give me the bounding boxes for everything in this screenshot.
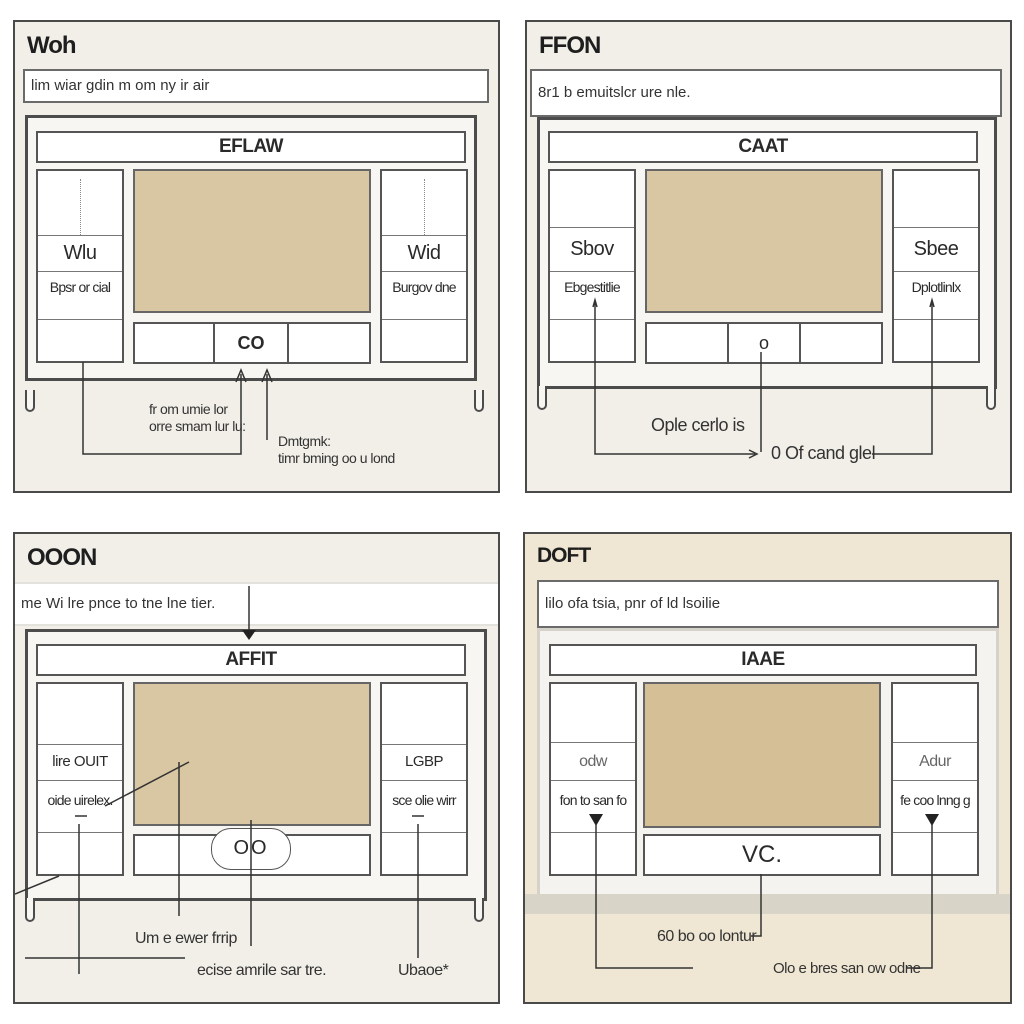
left-column[interactable]: lire OUIT oide uirelex. — [36, 682, 124, 876]
panel-2: FFON 8r1 b emuitslcr ure nle. CAAT Sbov … — [525, 20, 1012, 493]
left-column-label: Sbov — [570, 238, 614, 260]
floor-strip — [525, 894, 1010, 914]
media-area[interactable] — [133, 682, 371, 826]
left-column-caption: oide uirelex. — [47, 792, 113, 808]
panel-title: Woh — [27, 32, 77, 59]
panel-4: DOFT lilo ofa tsia, pnr of ld lsoilie IA… — [523, 532, 1012, 1004]
divider — [550, 319, 634, 320]
divider — [382, 271, 466, 272]
bottom-bar: CO — [133, 322, 371, 364]
divider — [38, 235, 122, 236]
divider — [550, 271, 634, 272]
instruction-bar: lim wiar gdin m om ny ir air — [23, 69, 489, 103]
bottom-button[interactable]: o — [727, 324, 801, 362]
instruction-bar: lilo ofa tsia, pnr of ld lsoilie — [537, 580, 999, 628]
left-column[interactable]: Sbov Ebgestitlie — [548, 169, 636, 363]
right-column-label: Adur — [919, 753, 951, 770]
callout-1: fr om umie lor — [149, 401, 228, 417]
right-column[interactable]: Sbee Dplotlinlx — [892, 169, 980, 363]
dotted-guide — [424, 179, 425, 235]
bottom-button[interactable]: OO — [211, 828, 291, 870]
frame-leg-left — [537, 386, 547, 410]
media-area[interactable] — [645, 169, 883, 313]
right-column[interactable]: Wid Burgov dne — [380, 169, 468, 363]
instruction-bar: 8r1 b emuitslcr ure nle. — [530, 69, 1002, 117]
left-column-label: lire OUIT — [52, 753, 108, 770]
ui-header: AFFIT — [36, 644, 466, 676]
divider — [894, 227, 978, 228]
arrow-down-icon — [925, 814, 939, 826]
left-column[interactable]: odw fon to san fo — [549, 682, 637, 876]
divider — [382, 744, 466, 745]
divider — [382, 832, 466, 833]
divider — [382, 780, 466, 781]
frame-leg-left — [25, 390, 35, 412]
frame-leg-right — [986, 386, 996, 410]
frame-leg-right — [474, 898, 484, 922]
ui-header: EFLAW — [36, 131, 466, 163]
instruction-bar: me Wi lre pnce to tne lne tier. — [15, 582, 498, 626]
callout-2: Olo e bres san ow odne — [773, 960, 921, 977]
callout-1: Um e ewer frrip — [135, 930, 237, 947]
divider — [893, 780, 977, 781]
callout-2: orre smam lur lu: — [149, 418, 246, 434]
callout-2: ecise amrile sar tre. — [197, 962, 327, 979]
bottom-bar: OO — [133, 828, 371, 876]
callout-3: Dmtgmk: — [278, 433, 331, 449]
frame-leg-left — [25, 898, 35, 922]
left-column[interactable]: Wlu Bpsr or cial — [36, 169, 124, 363]
divider — [38, 744, 122, 745]
divider — [382, 235, 466, 236]
divider — [38, 319, 122, 320]
right-column[interactable]: Adur fe coo lnng g — [891, 682, 979, 876]
divider — [382, 319, 466, 320]
bottom-button[interactable]: VC. — [741, 841, 782, 868]
bottom-bar: VC. — [643, 834, 881, 876]
right-column-caption: Burgov dne — [392, 279, 456, 295]
ui-header: IAAE — [549, 644, 977, 676]
arrow-down-icon — [589, 814, 603, 826]
callout-1: 60 bo oo lontur — [657, 928, 757, 945]
left-column-caption: fon to san fo — [559, 792, 627, 808]
divider — [894, 271, 978, 272]
right-column-caption: Dplotlinlx — [911, 279, 962, 295]
divider — [551, 742, 635, 743]
right-column-label: LGBP — [404, 753, 444, 770]
left-column-caption: Ebgestitlie — [564, 279, 621, 295]
panel-title: DOFT — [537, 544, 591, 567]
divider — [894, 319, 978, 320]
bottom-button[interactable]: CO — [213, 324, 289, 362]
callout-2: 0 Of cand glel — [771, 443, 876, 463]
panel-3: OOON me Wi lre pnce to tne lne tier. AFF… — [13, 532, 500, 1004]
right-column-caption: fe coo lnng g — [900, 792, 971, 808]
left-column-label: Wlu — [63, 242, 97, 264]
left-column-caption: Bpsr or cial — [49, 279, 111, 295]
divider — [550, 227, 634, 228]
divider — [38, 832, 122, 833]
callout-4: timr bming oo u lond — [278, 450, 395, 466]
divider — [893, 832, 977, 833]
divider — [38, 780, 122, 781]
panel-title: FFON — [539, 32, 601, 59]
divider — [38, 271, 122, 272]
dotted-guide — [80, 179, 81, 235]
divider — [551, 832, 635, 833]
left-column-label: odw — [579, 753, 607, 770]
media-area[interactable] — [643, 682, 881, 828]
panel-title: OOON — [27, 544, 97, 571]
divider — [551, 780, 635, 781]
right-column[interactable]: LGBP sce olie wirr — [380, 682, 468, 876]
bottom-bar: o — [645, 322, 883, 364]
ui-header: CAAT — [548, 131, 978, 163]
callout-3: Ubaoe* — [398, 962, 449, 979]
callout-1: Ople cerlo is — [651, 415, 745, 435]
right-column-label: Wid — [407, 242, 441, 264]
right-column-label: Sbee — [913, 238, 959, 260]
frame-leg-right — [474, 390, 484, 412]
right-column-caption: sce olie wirr — [392, 792, 456, 808]
panel-1: Woh lim wiar gdin m om ny ir air EFLAW W… — [13, 20, 500, 493]
media-area[interactable] — [133, 169, 371, 313]
divider — [893, 742, 977, 743]
